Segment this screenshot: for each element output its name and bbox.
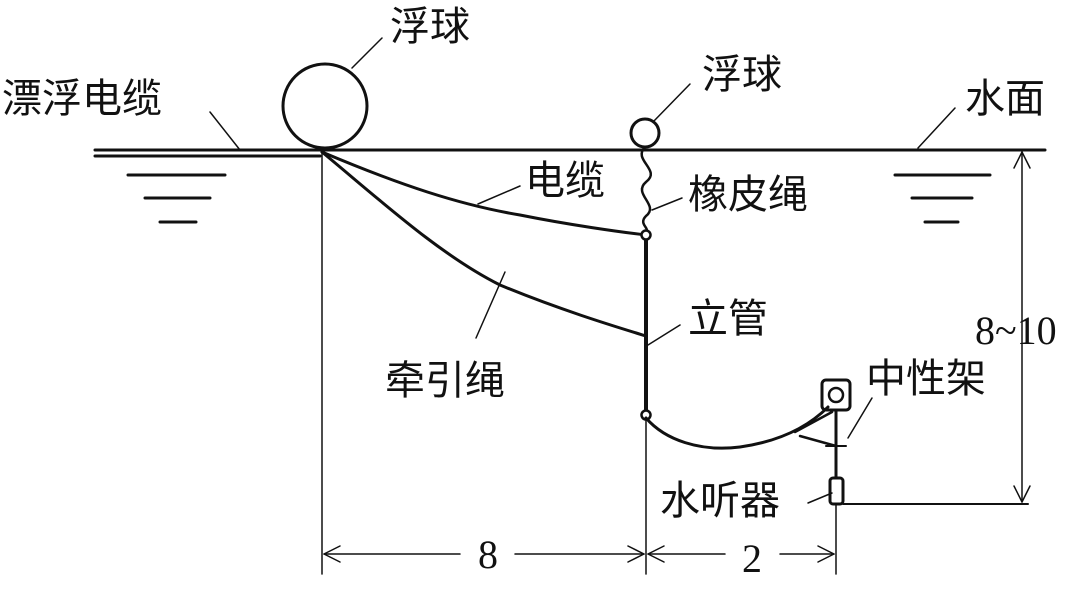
leader-cable xyxy=(477,185,521,205)
small-float-ball xyxy=(629,117,661,149)
label-cable: 电缆 xyxy=(525,158,605,204)
dimension-label-2: 2 xyxy=(742,536,762,581)
water-symbol-right xyxy=(893,173,992,224)
riser-top-joint xyxy=(640,229,652,241)
label-rubber-rope: 橡皮绳 xyxy=(688,172,808,218)
frame-strut-2 xyxy=(798,434,838,448)
neutral-frame xyxy=(820,378,852,480)
dimension-arrow-8 xyxy=(323,545,645,563)
leader-hydrophone xyxy=(807,492,833,504)
water-surface-line xyxy=(93,148,1047,158)
leader-tow-rope xyxy=(475,271,506,339)
label-hydrophone: 水听器 xyxy=(660,478,780,524)
label-float-ball-large: 浮球 xyxy=(390,4,470,50)
rubber-rope xyxy=(640,145,653,234)
leader-water-surface xyxy=(917,107,956,149)
water-symbol-left xyxy=(126,173,227,224)
label-neutral-frame: 中性架 xyxy=(866,356,986,402)
hydrophone-body xyxy=(828,476,845,506)
dimension-arrow-depth xyxy=(1013,151,1031,503)
label-floating-cable: 漂浮电缆 xyxy=(2,76,162,122)
frame-strut-1 xyxy=(793,410,834,434)
leader-rubber-rope xyxy=(651,197,683,211)
leader-floating-cable xyxy=(209,111,241,151)
leader-neutral-frame xyxy=(847,397,873,439)
dimension-label-8: 8 xyxy=(478,532,498,577)
label-riser: 立管 xyxy=(688,296,768,342)
cable-line xyxy=(320,150,648,237)
large-float-ball xyxy=(281,62,369,150)
leader-riser xyxy=(647,324,681,346)
label-tow-rope: 牵引绳 xyxy=(385,358,505,404)
leader-float-large xyxy=(351,37,383,69)
lower-cable xyxy=(644,405,830,450)
label-float-ball-small: 浮球 xyxy=(702,52,782,98)
dimension-arrow-2 xyxy=(647,545,835,563)
label-water-surface: 水面 xyxy=(965,76,1045,122)
leader-float-small xyxy=(652,83,691,123)
dimension-label-depth: 8~10 xyxy=(975,308,1057,353)
